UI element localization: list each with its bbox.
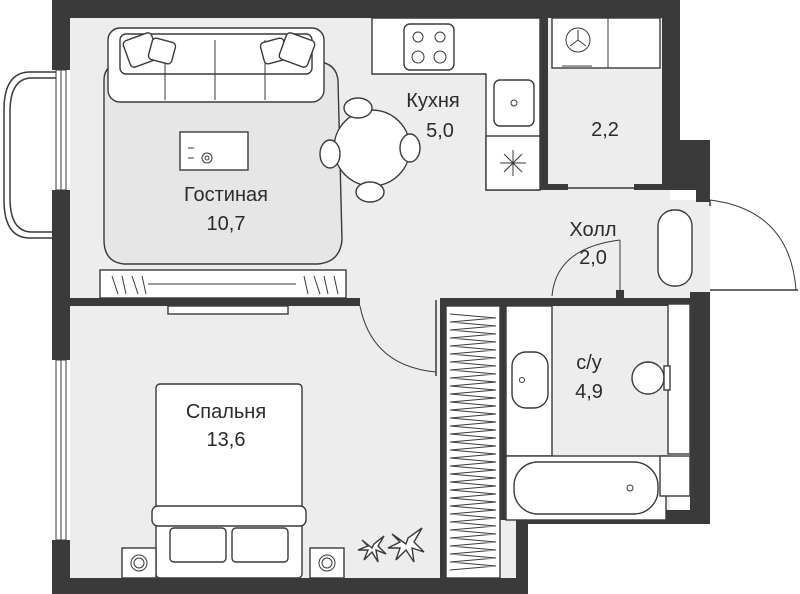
bathroom-name: с/у [576,352,602,374]
hall-area: 2,0 [579,247,607,269]
kitchen-furniture [371,17,541,191]
storage-area: 2,2 [591,119,619,141]
windows [3,69,67,541]
kitchen-area: 5,0 [426,120,454,142]
bathroom-area: 4,9 [575,381,603,403]
wardrobe [445,305,501,579]
room-labels: Гостиная 10,7 Кухня 5,0 2,2 Холл 2,0 с/у… [184,90,619,451]
bedroom-area: 13,6 [207,429,246,451]
living-room-area: 10,7 [207,213,246,235]
bathroom-furniture [505,303,691,521]
hall-furniture [359,199,798,376]
living-room-name: Гостиная [184,184,268,206]
kitchen-name: Кухня [406,90,460,112]
bedroom-furniture [121,305,425,579]
dining-table [319,97,421,203]
bedroom-name: Спальня [186,401,266,423]
hall-name: Холл [569,219,616,241]
walls [52,0,710,594]
storage-furniture [551,17,661,189]
living-furniture [99,27,347,299]
